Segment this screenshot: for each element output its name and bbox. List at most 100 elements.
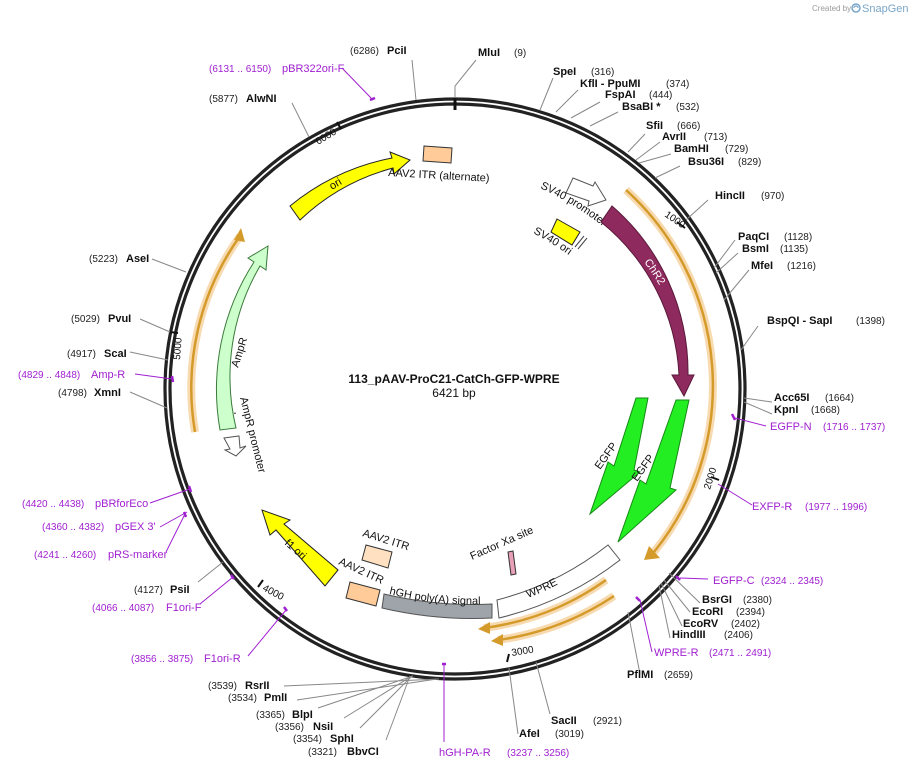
site-pos: (1216) bbox=[787, 261, 816, 272]
site-name[interactable]: Bsu36I bbox=[688, 156, 724, 168]
site-pos: (2394) bbox=[736, 607, 765, 618]
primer-name[interactable]: F1ori-F bbox=[166, 602, 202, 614]
site-name[interactable]: HincII bbox=[715, 190, 745, 202]
site-pos: (1135) bbox=[780, 244, 808, 255]
primer-leader-lines bbox=[134, 67, 767, 742]
primer-range: (4066 .. 4087) bbox=[92, 603, 154, 614]
primer-range: (4829 .. 4848) bbox=[18, 370, 80, 381]
orange-arrow-wpre-2 bbox=[491, 592, 617, 646]
site-name[interactable]: Acc65I bbox=[774, 392, 809, 404]
site-name[interactable]: SpeI bbox=[553, 66, 576, 78]
site-name[interactable]: SphI bbox=[330, 733, 354, 745]
ampr-promoter-arrow bbox=[223, 435, 247, 457]
site-name[interactable]: XmnI bbox=[94, 387, 121, 399]
site-pos: (1128) bbox=[784, 232, 812, 243]
site-name[interactable]: HindIII bbox=[672, 629, 706, 641]
tick-marks bbox=[169, 121, 720, 663]
egfp-arrow-1 bbox=[588, 397, 649, 516]
site-pos: (3354) bbox=[293, 734, 322, 745]
primer-range: (1716 .. 1737) bbox=[823, 422, 885, 433]
primer-name[interactable]: EGFP-N bbox=[770, 421, 812, 433]
site-name[interactable]: SacII bbox=[551, 715, 577, 727]
primer-name[interactable]: pBRforEco bbox=[95, 498, 148, 510]
aav2-itr-alternate-box bbox=[422, 145, 453, 164]
primer-name[interactable]: EGFP-C bbox=[713, 575, 755, 587]
site-name[interactable]: PsiI bbox=[170, 584, 190, 596]
site-name[interactable]: PaqCI bbox=[738, 231, 769, 243]
chr2-arrow bbox=[600, 205, 695, 398]
f1-ori-arrow bbox=[261, 509, 339, 587]
site-name[interactable]: BbvCI bbox=[347, 746, 379, 758]
factor-xa-box bbox=[507, 550, 517, 576]
ori-label: ori bbox=[327, 176, 344, 193]
primer-name[interactable]: pRS-marker bbox=[108, 549, 168, 561]
primer-name[interactable]: EXFP-R bbox=[752, 501, 792, 513]
site-pos: (666) bbox=[677, 121, 700, 132]
site-name[interactable]: KflI - PpuMI bbox=[580, 78, 641, 90]
site-name[interactable]: BlpI bbox=[292, 709, 313, 721]
site-name[interactable]: EcoRV bbox=[683, 618, 719, 630]
site-name[interactable]: RsrII bbox=[245, 680, 269, 692]
site-pos: (5877) bbox=[209, 94, 238, 105]
snapgene-brand: SnapGene bbox=[862, 3, 909, 15]
tick-label-5000: 5000 bbox=[172, 337, 185, 360]
site-pos: (5223) bbox=[89, 254, 118, 265]
sv40-ori-tick bbox=[574, 235, 585, 248]
site-name[interactable]: PciI bbox=[387, 45, 407, 57]
site-pos: (1668) bbox=[811, 405, 840, 416]
sv40-promoter-arrow bbox=[565, 177, 607, 207]
ampr-arrow bbox=[215, 245, 269, 431]
primer-range: (4420 .. 4438) bbox=[22, 499, 84, 510]
site-name[interactable]: AseI bbox=[126, 253, 149, 265]
primer-name[interactable]: pGEX 3' bbox=[115, 521, 156, 533]
site-pos: (3365) bbox=[256, 710, 285, 721]
site-name[interactable]: AvrII bbox=[662, 131, 686, 143]
site-name[interactable]: KpnI bbox=[774, 404, 798, 416]
primer-range: (2471 .. 2491) bbox=[709, 648, 771, 659]
site-pos: (3019) bbox=[555, 729, 584, 740]
sv40-ori-tick bbox=[577, 237, 588, 250]
wpre-arrow bbox=[496, 544, 621, 619]
egfp-arrow-2 bbox=[617, 399, 690, 543]
primer-range: (4360 .. 4382) bbox=[42, 522, 104, 533]
primer-name[interactable]: Amp-R bbox=[91, 369, 125, 381]
primer-name[interactable]: F1ori-R bbox=[204, 653, 241, 665]
site-name[interactable]: AlwNI bbox=[246, 93, 277, 105]
site-pos: (729) bbox=[725, 144, 748, 155]
site-pos: (713) bbox=[704, 132, 727, 143]
site-pos: (444) bbox=[649, 90, 672, 101]
site-name[interactable]: BspQI - SapI bbox=[767, 315, 832, 327]
orange-arrow-right bbox=[623, 187, 717, 560]
site-pos: (4917) bbox=[67, 349, 96, 360]
site-name[interactable]: BsaBI * bbox=[622, 101, 661, 113]
site-name[interactable]: AfeI bbox=[519, 728, 540, 740]
site-name[interactable]: NsiI bbox=[313, 721, 333, 733]
site-name[interactable]: FspAI bbox=[605, 89, 636, 101]
primer-name[interactable]: hGH-PA-R bbox=[439, 747, 491, 759]
primer-name[interactable]: WPRE-R bbox=[654, 647, 699, 659]
site-name[interactable]: EcoRI bbox=[692, 606, 723, 618]
plasmid-size: 6421 bp bbox=[432, 386, 476, 400]
primer-name[interactable]: pBR322ori-F bbox=[282, 63, 345, 75]
site-pos: (2921) bbox=[593, 716, 622, 727]
factor-xa-label: Factor Xa site bbox=[468, 524, 535, 562]
site-name[interactable]: BsrGI bbox=[702, 594, 732, 606]
site-name[interactable]: PflMI bbox=[627, 669, 653, 681]
site-pos: (829) bbox=[738, 157, 761, 168]
site-pos: (4798) bbox=[58, 388, 87, 399]
site-name[interactable]: SfiI bbox=[646, 120, 663, 132]
site-pos: (4127) bbox=[134, 585, 163, 596]
site-name[interactable]: BsmI bbox=[742, 243, 769, 255]
ampr-promoter-label: AmpR promoter bbox=[237, 396, 268, 475]
site-name[interactable]: MluI bbox=[478, 47, 500, 59]
site-name[interactable]: PmlI bbox=[264, 692, 287, 704]
site-name[interactable]: MfeI bbox=[751, 260, 773, 272]
primer-range: (3856 .. 3875) bbox=[131, 654, 193, 665]
site-pos: (3356) bbox=[275, 722, 304, 733]
site-pos: (9) bbox=[514, 48, 526, 59]
site-name[interactable]: BamHI bbox=[674, 143, 709, 155]
site-name[interactable]: PvuI bbox=[108, 313, 131, 325]
site-name[interactable]: ScaI bbox=[104, 348, 127, 360]
orange-arrow-left bbox=[187, 228, 245, 433]
